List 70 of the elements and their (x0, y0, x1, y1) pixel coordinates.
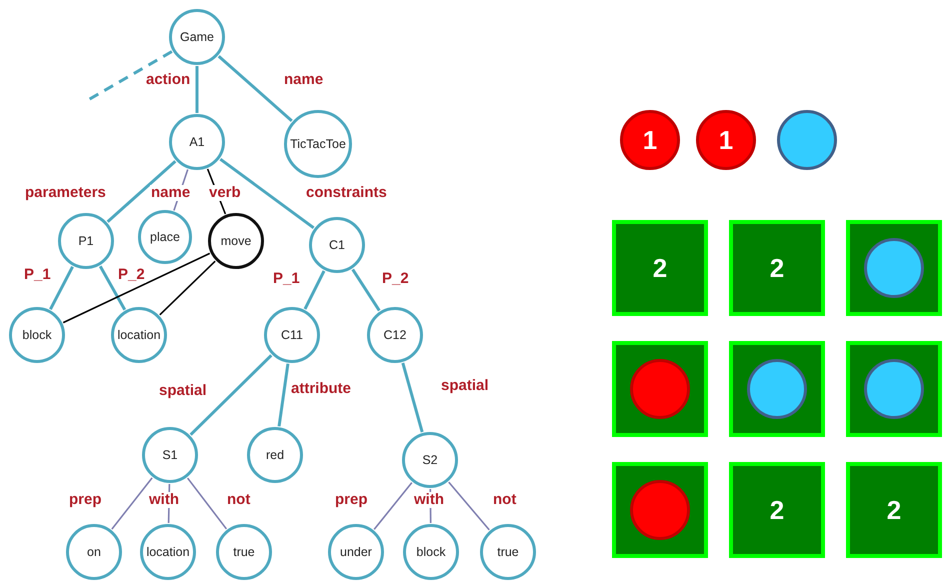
edge-label: parameters (24, 185, 107, 201)
node-label: S1 (162, 448, 178, 462)
board-square (729, 462, 825, 558)
node-label: under (340, 545, 372, 559)
connector-line (106, 160, 176, 223)
connector-line (196, 66, 198, 113)
tree-node (264, 307, 320, 363)
node-label: block (22, 328, 52, 342)
connector-line (278, 364, 290, 426)
node-label: Game (180, 30, 214, 44)
connector-line (98, 266, 126, 310)
connector-line (401, 362, 424, 432)
edge-label: P_2 (117, 267, 146, 283)
node-label: move (220, 234, 252, 248)
node-label: true (497, 545, 519, 559)
edge-label: with (148, 492, 180, 508)
node-label: P1 (78, 234, 94, 248)
node-label: C1 (329, 238, 345, 252)
node-label: true (233, 545, 255, 559)
connector-line (62, 252, 210, 324)
node-label: location (117, 328, 161, 342)
tree-node (169, 9, 225, 65)
tree-node (142, 427, 198, 483)
connector-line (374, 482, 412, 530)
connector-line (111, 477, 153, 530)
edge-label: spatial (440, 378, 490, 394)
connector-line (49, 266, 74, 310)
node-label: A1 (189, 135, 205, 149)
edge-label: verb (208, 185, 242, 201)
node-label: TicTacToe (290, 137, 346, 151)
board-square (846, 341, 942, 437)
number-label: 2 (652, 252, 668, 284)
dashed-connector (87, 50, 173, 102)
edge-label: spatial (158, 383, 208, 399)
node-label: C12 (384, 328, 406, 342)
board-square (612, 341, 708, 437)
edge-label: P_1 (23, 267, 52, 283)
node-label: place (150, 230, 180, 244)
board-square (846, 462, 942, 558)
node-label: location (146, 545, 190, 559)
node-label: block (416, 545, 446, 559)
connector-line (219, 158, 315, 230)
node-label: on (87, 545, 101, 559)
number-label: 2 (886, 494, 902, 526)
number-label: 1 (642, 124, 658, 156)
tree-node (138, 210, 192, 264)
connector-line (159, 260, 216, 316)
number-label: 2 (770, 494, 784, 526)
edge-label: name (150, 185, 192, 201)
number-label: 2 (770, 252, 784, 284)
connector-line (190, 354, 272, 436)
node-label: red (266, 448, 284, 462)
edge-label: with (413, 492, 445, 508)
board-square (729, 341, 825, 437)
connector-line (186, 478, 228, 530)
board-square (612, 462, 708, 558)
board-square (729, 220, 825, 316)
board-square (846, 220, 942, 316)
tree-node (169, 114, 225, 170)
edge-label: P_1 (272, 271, 301, 287)
board-square (612, 220, 708, 316)
node-label: C11 (280, 328, 303, 342)
number-label: 1 (718, 124, 734, 156)
tree-node (58, 213, 114, 269)
connector-line (351, 268, 381, 312)
node-label: S2 (422, 453, 438, 467)
connector-line (304, 270, 326, 310)
connector-line (448, 482, 490, 530)
connector-line (218, 55, 293, 122)
edge-label: P_2 (381, 271, 410, 287)
